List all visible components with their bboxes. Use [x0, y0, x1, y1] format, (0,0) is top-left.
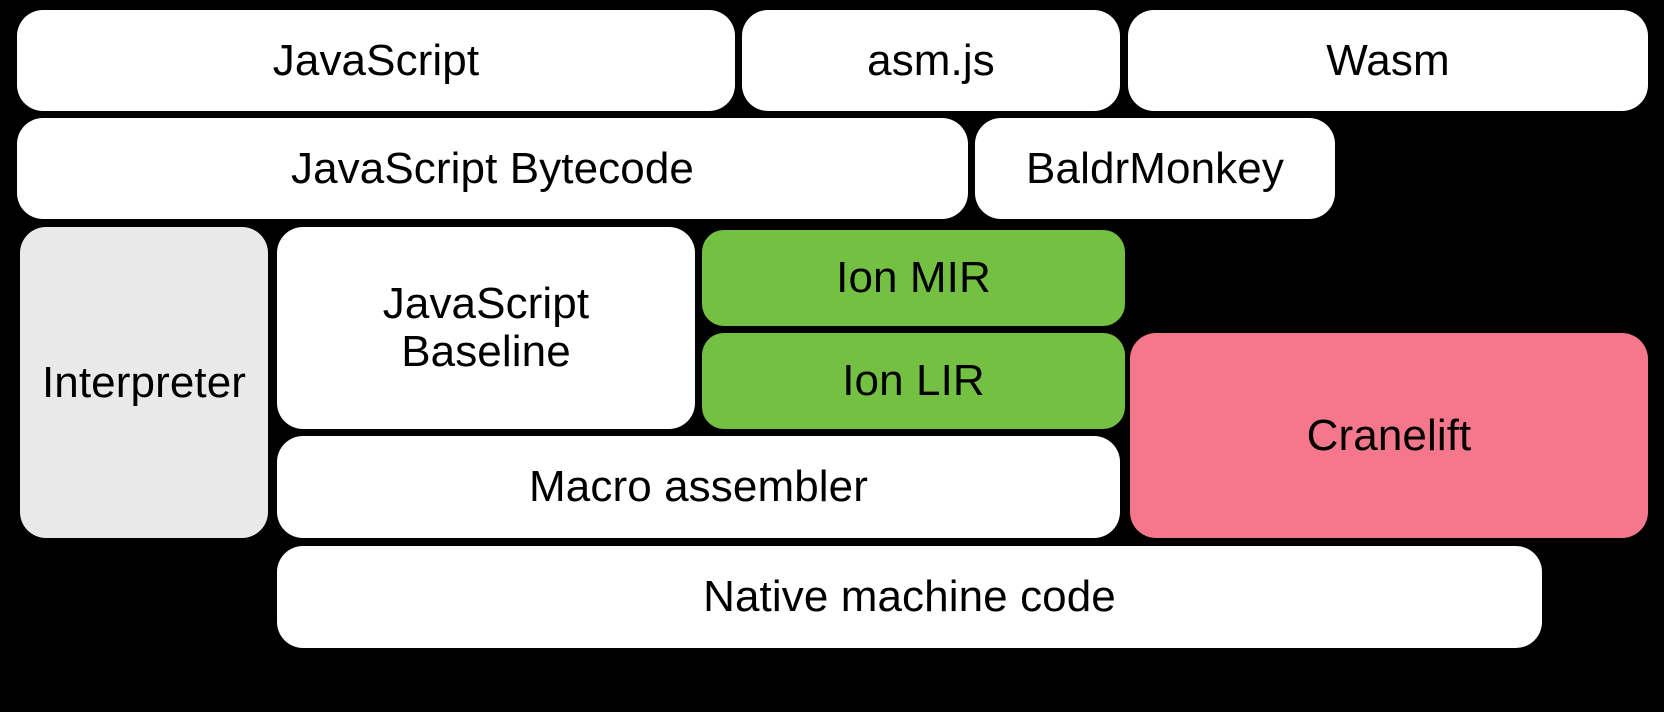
- node-javascript-baseline[interactable]: JavaScript Baseline: [277, 227, 695, 429]
- node-cranelift[interactable]: Cranelift: [1130, 333, 1648, 538]
- node-ion-mir[interactable]: Ion MIR: [702, 230, 1125, 326]
- node-interpreter[interactable]: Interpreter: [20, 227, 268, 538]
- node-wasm[interactable]: Wasm: [1128, 10, 1648, 111]
- node-ion-lir[interactable]: Ion LIR: [702, 333, 1125, 429]
- node-macro-assembler[interactable]: Macro assembler: [277, 436, 1120, 538]
- node-javascript-bytecode[interactable]: JavaScript Bytecode: [17, 118, 968, 219]
- node-baldrmonkey[interactable]: BaldrMonkey: [975, 118, 1335, 219]
- node-native-machine-code[interactable]: Native machine code: [277, 546, 1542, 648]
- node-asmjs[interactable]: asm.js: [742, 10, 1120, 111]
- node-javascript[interactable]: JavaScript: [17, 10, 735, 111]
